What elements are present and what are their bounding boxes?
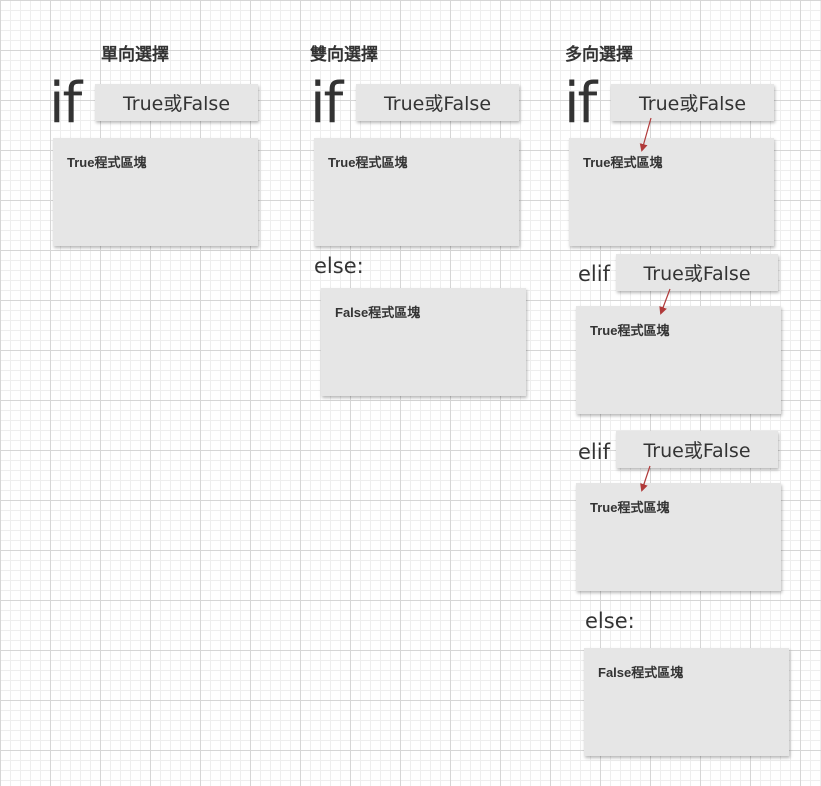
column-title-multi: 多向選擇: [565, 45, 633, 64]
condition-box: True或False: [611, 84, 774, 121]
arrow-if-to-true: [639, 117, 652, 152]
elif-keyword: elif: [578, 440, 610, 464]
else-keyword: else:: [585, 609, 635, 633]
true-block: True程式區塊: [576, 483, 781, 591]
column-title-double: 雙向選擇: [310, 45, 378, 64]
condition-box: True或False: [356, 84, 519, 121]
arrow-elif1-to-true: [659, 288, 671, 315]
true-block: True程式區塊: [576, 306, 781, 414]
column-title-single: 單向選擇: [101, 45, 169, 64]
false-block: False程式區塊: [584, 648, 789, 756]
elif-keyword: elif: [578, 262, 610, 286]
if-keyword: if: [564, 71, 597, 136]
condition-box: True或False: [616, 254, 778, 291]
if-keyword: if: [49, 71, 82, 136]
false-block: False程式區塊: [321, 288, 526, 396]
else-keyword: else:: [314, 254, 364, 278]
condition-box: True或False: [95, 84, 258, 121]
if-keyword: if: [310, 71, 343, 136]
true-block: True程式區塊: [314, 138, 519, 246]
true-block: True程式區塊: [569, 138, 774, 246]
condition-box: True或False: [616, 431, 778, 468]
true-block: True程式區塊: [53, 138, 258, 246]
arrow-elif2-to-true: [640, 465, 651, 492]
